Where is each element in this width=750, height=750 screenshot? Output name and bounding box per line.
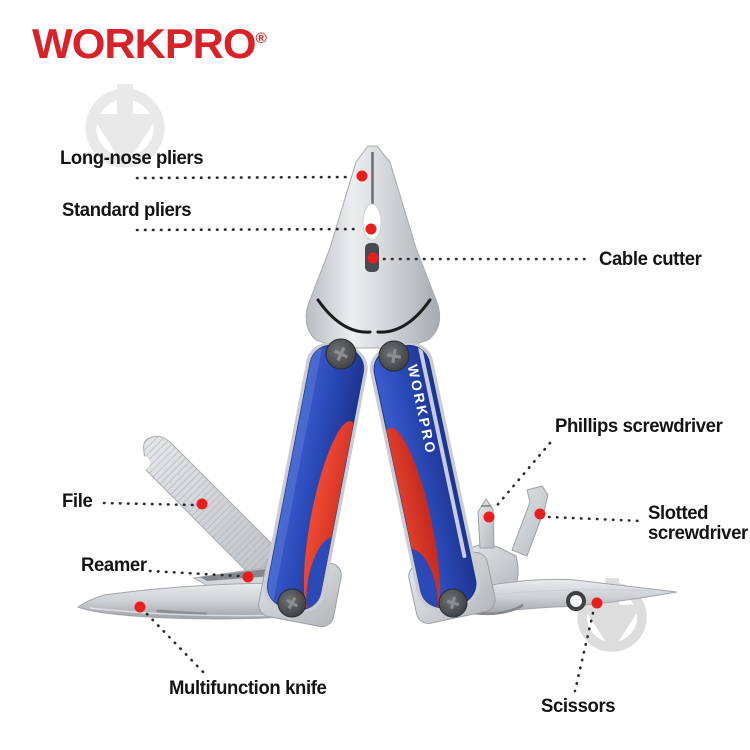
callout-label-cable-cutter: Cable cutter bbox=[599, 248, 702, 270]
slotted-driver bbox=[511, 485, 549, 557]
callout-label-file: File bbox=[62, 490, 93, 512]
callout-label-multifunction-knife: Multifunction knife bbox=[169, 677, 327, 699]
brand-logo: WORKPRO® bbox=[32, 20, 267, 68]
callout-leaders bbox=[102, 175, 643, 693]
callout-label-standard-pliers: Standard pliers bbox=[62, 199, 192, 221]
callout-label-reamer: Reamer bbox=[81, 554, 147, 576]
callout-label-phillips-screwdriver: Phillips screwdriver bbox=[555, 415, 723, 437]
pliers-head bbox=[305, 145, 441, 349]
registered-trademark-symbol: ® bbox=[255, 30, 267, 47]
brand-logo-text: WORKPRO bbox=[32, 20, 257, 67]
right-handle: WORKPRO bbox=[369, 342, 481, 612]
left-handle bbox=[263, 342, 368, 614]
callout-label-slotted-screwdriver: Slotted screwdriver bbox=[648, 502, 748, 545]
phillips-driver bbox=[477, 498, 495, 549]
pivot-screws bbox=[277, 338, 468, 618]
callout-label-scissors: Scissors bbox=[541, 695, 616, 717]
callout-label-long-nose-pliers: Long-nose pliers bbox=[60, 147, 204, 169]
watermark-icon-top bbox=[85, 84, 165, 168]
scissors-blade bbox=[465, 578, 678, 616]
callout-dots bbox=[134, 170, 603, 613]
